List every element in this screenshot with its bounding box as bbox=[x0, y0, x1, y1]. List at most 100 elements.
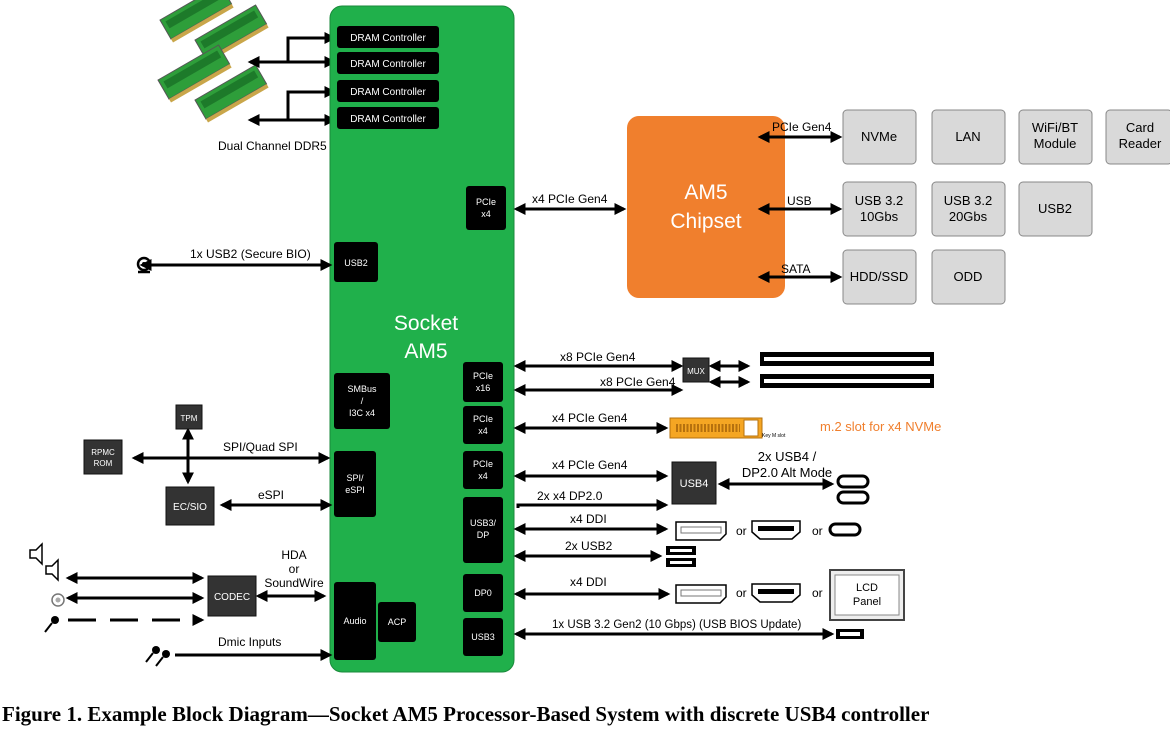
svg-text:TPM: TPM bbox=[181, 414, 198, 423]
svg-text:USB2: USB2 bbox=[344, 258, 368, 268]
svg-text:or: or bbox=[736, 524, 747, 538]
svg-text:MUX: MUX bbox=[687, 367, 705, 376]
svg-text:DRAM Controller: DRAM Controller bbox=[350, 114, 426, 125]
label-usb: USB bbox=[787, 194, 812, 208]
dram-controller-4: DRAM Controller bbox=[337, 107, 439, 129]
cpu-acp: ACP bbox=[378, 602, 416, 642]
svg-text:DP: DP bbox=[477, 530, 490, 540]
svg-text:NVMe: NVMe bbox=[861, 129, 897, 144]
chipset-devices: NVMe LAN WiFi/BT Module Card Reader USB … bbox=[842, 109, 1170, 305]
svg-text:DRAM Controller: DRAM Controller bbox=[350, 33, 426, 44]
svg-text:WiFi/BT: WiFi/BT bbox=[1032, 120, 1078, 135]
label-hda-1: HDA bbox=[281, 548, 306, 562]
m2-slot-icon bbox=[669, 417, 763, 439]
svg-text:USB3/: USB3/ bbox=[470, 518, 497, 528]
svg-text:CODEC: CODEC bbox=[214, 592, 250, 603]
svg-text:USB2: USB2 bbox=[1038, 201, 1072, 216]
svg-text:or: or bbox=[812, 524, 823, 538]
svg-text:ROM: ROM bbox=[94, 459, 113, 468]
svg-text:LCD: LCD bbox=[856, 582, 878, 594]
device-nvme: NVMe bbox=[842, 109, 917, 165]
label-usb32: 1x USB 3.2 Gen2 (10 Gbps) (USB BIOS Upda… bbox=[552, 619, 801, 631]
svg-text:eSPI: eSPI bbox=[345, 485, 365, 495]
usb-c-connectors bbox=[828, 474, 870, 537]
hdmi-connector-2 bbox=[751, 583, 801, 603]
label-x8-b: x8 PCIe Gen4 bbox=[600, 375, 676, 389]
usb-a-bios-connector bbox=[836, 629, 864, 639]
link-labels: x4 PCIe Gen4 1x USB2 (Secure BIO) PCIe G… bbox=[190, 120, 832, 649]
label-hda-3: SoundWire bbox=[264, 576, 324, 590]
device-usb2: USB2 bbox=[1018, 181, 1093, 237]
cpu-pcie-x4-usb4: PCIe x4 bbox=[463, 451, 503, 489]
socket-am5-block bbox=[329, 5, 515, 673]
displayport-connector-1 bbox=[675, 521, 727, 541]
svg-text:or: or bbox=[736, 586, 747, 600]
m2-small-label: Key M slot bbox=[762, 433, 786, 439]
dram-controller-2: DRAM Controller bbox=[337, 52, 439, 74]
cpu-dp0: DP0 bbox=[463, 574, 503, 612]
svg-text:Reader: Reader bbox=[1119, 136, 1162, 151]
or-labels: or or or or bbox=[736, 524, 823, 600]
svg-text:x4: x4 bbox=[481, 209, 491, 219]
chipset-title-line1: AM5 bbox=[684, 181, 727, 204]
svg-text:SPI/: SPI/ bbox=[346, 473, 364, 483]
fingerprint-camera-icon bbox=[136, 256, 152, 274]
dram-controller-3: DRAM Controller bbox=[337, 80, 439, 102]
device-card-reader: Card Reader bbox=[1105, 109, 1170, 165]
svg-text:SMBus: SMBus bbox=[347, 384, 377, 394]
dram-links bbox=[247, 32, 337, 126]
svg-text:Card: Card bbox=[1126, 120, 1154, 135]
socket-title-line1: Socket bbox=[394, 312, 458, 335]
headphone-jack-icon bbox=[51, 593, 65, 607]
microphone-icon bbox=[44, 616, 59, 633]
svg-text:USB 3.2: USB 3.2 bbox=[944, 193, 992, 208]
device-usb32-10g: USB 3.2 10Gbs bbox=[842, 181, 917, 237]
device-lan: LAN bbox=[931, 109, 1006, 165]
svg-text:DRAM Controller: DRAM Controller bbox=[350, 59, 426, 70]
cpu-spi: SPI/ eSPI bbox=[334, 451, 376, 517]
svg-text:PCIe: PCIe bbox=[473, 414, 493, 424]
connection-arrows bbox=[65, 131, 843, 661]
device-odd: ODD bbox=[931, 249, 1006, 305]
label-pcie-gen4-nvme: PCIe Gen4 bbox=[772, 120, 832, 134]
svg-text:Audio: Audio bbox=[343, 616, 366, 626]
svg-text:DP0: DP0 bbox=[474, 588, 492, 598]
svg-text:x4: x4 bbox=[478, 471, 488, 481]
svg-text:20Gbs: 20Gbs bbox=[949, 209, 988, 224]
pcie-x16-slot-1 bbox=[760, 352, 934, 366]
svg-text:Module: Module bbox=[1034, 136, 1077, 151]
usb4-controller-chip: USB4 bbox=[671, 461, 717, 505]
rpmc-rom-chip: RPMC ROM bbox=[83, 439, 123, 475]
m2-label: m.2 slot for x4 NVMe bbox=[820, 419, 941, 434]
cpu-audio: Audio bbox=[334, 582, 376, 660]
label-x4-ddi-a: x4 DDI bbox=[570, 512, 607, 526]
label-x8-a: x8 PCIe Gen4 bbox=[560, 350, 636, 364]
label-dmic: Dmic Inputs bbox=[218, 635, 281, 649]
pcie-x16-slot-2 bbox=[760, 374, 934, 388]
cpu-usb2: USB2 bbox=[334, 242, 378, 282]
label-usb2-secure: 1x USB2 (Secure BIO) bbox=[190, 247, 311, 261]
label-sata: SATA bbox=[781, 262, 811, 276]
svg-text:USB 3.2: USB 3.2 bbox=[855, 193, 903, 208]
svg-text:LAN: LAN bbox=[955, 129, 980, 144]
svg-text:x16: x16 bbox=[476, 383, 491, 393]
cpu-pcie-x4-chipset: PCIe x4 bbox=[466, 186, 506, 230]
usb4-label-2: DP2.0 Alt Mode bbox=[742, 465, 832, 480]
ec-sio-chip: EC/SIO bbox=[165, 486, 215, 526]
svg-text:USB3: USB3 bbox=[471, 632, 495, 642]
codec-chip: CODEC bbox=[207, 575, 257, 617]
label-espi: eSPI bbox=[258, 488, 284, 502]
svg-text:x4: x4 bbox=[478, 426, 488, 436]
label-x4-chipset: x4 PCIe Gen4 bbox=[532, 192, 608, 206]
mux-chip: MUX bbox=[682, 357, 710, 383]
displayport-connector-2 bbox=[675, 584, 727, 604]
label-hda-2: or bbox=[289, 562, 300, 576]
speaker-icon bbox=[29, 542, 59, 582]
device-hdd-ssd: HDD/SSD bbox=[842, 249, 917, 305]
usb4-label-1: 2x USB4 / bbox=[758, 449, 817, 464]
label-spi-quad: SPI/Quad SPI bbox=[223, 440, 298, 454]
label-dp20: 2x x4 DP2.0 bbox=[537, 489, 603, 503]
cpu-pcie-x4-m2: PCIe x4 bbox=[463, 406, 503, 444]
label-x4-usb4: x4 PCIe Gen4 bbox=[552, 458, 628, 472]
svg-text:or: or bbox=[812, 586, 823, 600]
